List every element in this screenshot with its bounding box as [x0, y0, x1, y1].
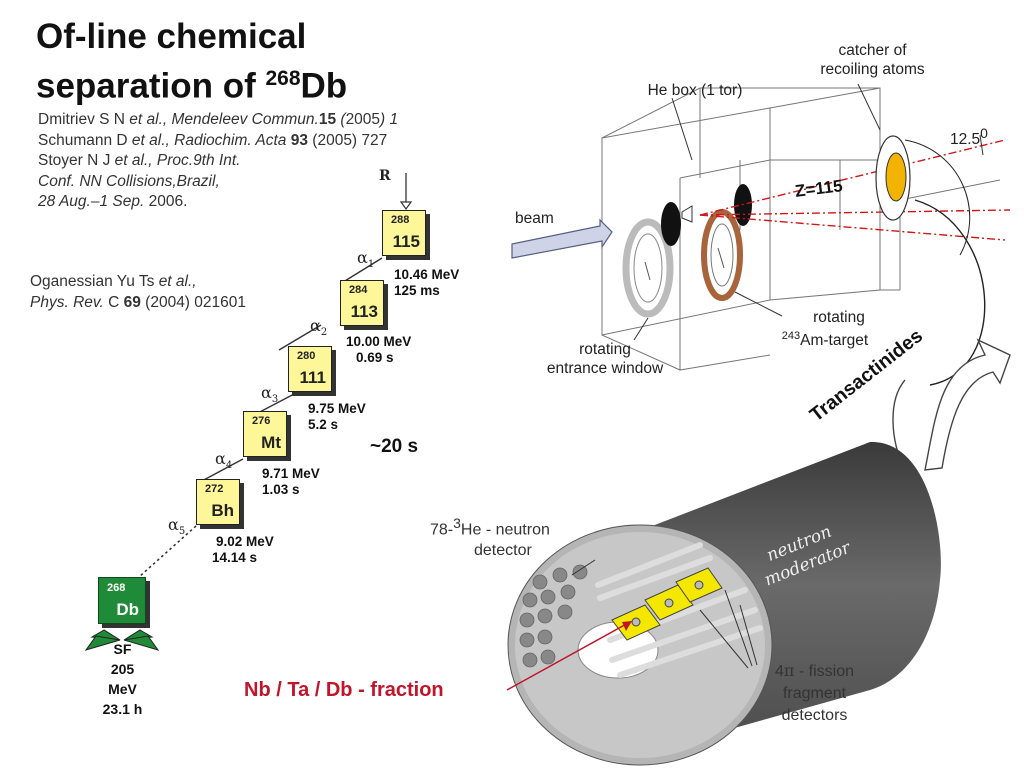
alpha-2-label: α2 — [310, 316, 328, 339]
title-line1: Of-line chemical — [36, 17, 307, 56]
reference-oganessian: Oganessian Yu Ts et al., Phys. Rev. C 69… — [30, 273, 246, 311]
reference-stoyer-l2: Conf. NN Collisions,Brazil, — [38, 172, 220, 190]
reference-stoyer: Stoyer N J et al., Proc.9th Int. — [38, 152, 241, 169]
reference-list: Dmitriev S N et al., Mendeleev Commun.15… — [38, 110, 398, 213]
total-time: ~20 s — [370, 436, 419, 457]
reference-schumann: Schumann D et al., Radiochim. Acta 93 (2… — [38, 131, 388, 149]
am-target-icon — [701, 209, 743, 301]
beam-arrow-icon — [511, 218, 613, 259]
alpha-4-label: α4 — [215, 449, 233, 472]
reference-stoyer-l3: 28 Aug.–1 Sep. 2006. — [38, 193, 188, 210]
alpha-1-label: α1 — [357, 248, 375, 271]
fission-detector-chips — [611, 567, 723, 641]
beam-label: beam — [515, 210, 554, 227]
alpha-3-label: α3 — [261, 383, 279, 406]
title-line2: separation of 268Db — [36, 66, 348, 106]
slide-title: Of-line chemical separation of 268Db — [36, 16, 347, 108]
reference-dmitriev: Dmitriev S N et al., Mendeleev Commun.15… — [38, 111, 399, 128]
angle-label: 12.50 — [950, 125, 988, 149]
alpha-5-label: α5 — [168, 515, 186, 538]
entrance-window-icon — [622, 218, 674, 318]
r-label: R — [379, 168, 391, 184]
sf-arrows-icon — [84, 629, 160, 651]
catcher-foil-icon — [875, 135, 911, 221]
he-box-label: He box (1 tor) — [647, 82, 743, 99]
fraction-label: Nb / Ta / Db - fraction — [244, 679, 444, 701]
